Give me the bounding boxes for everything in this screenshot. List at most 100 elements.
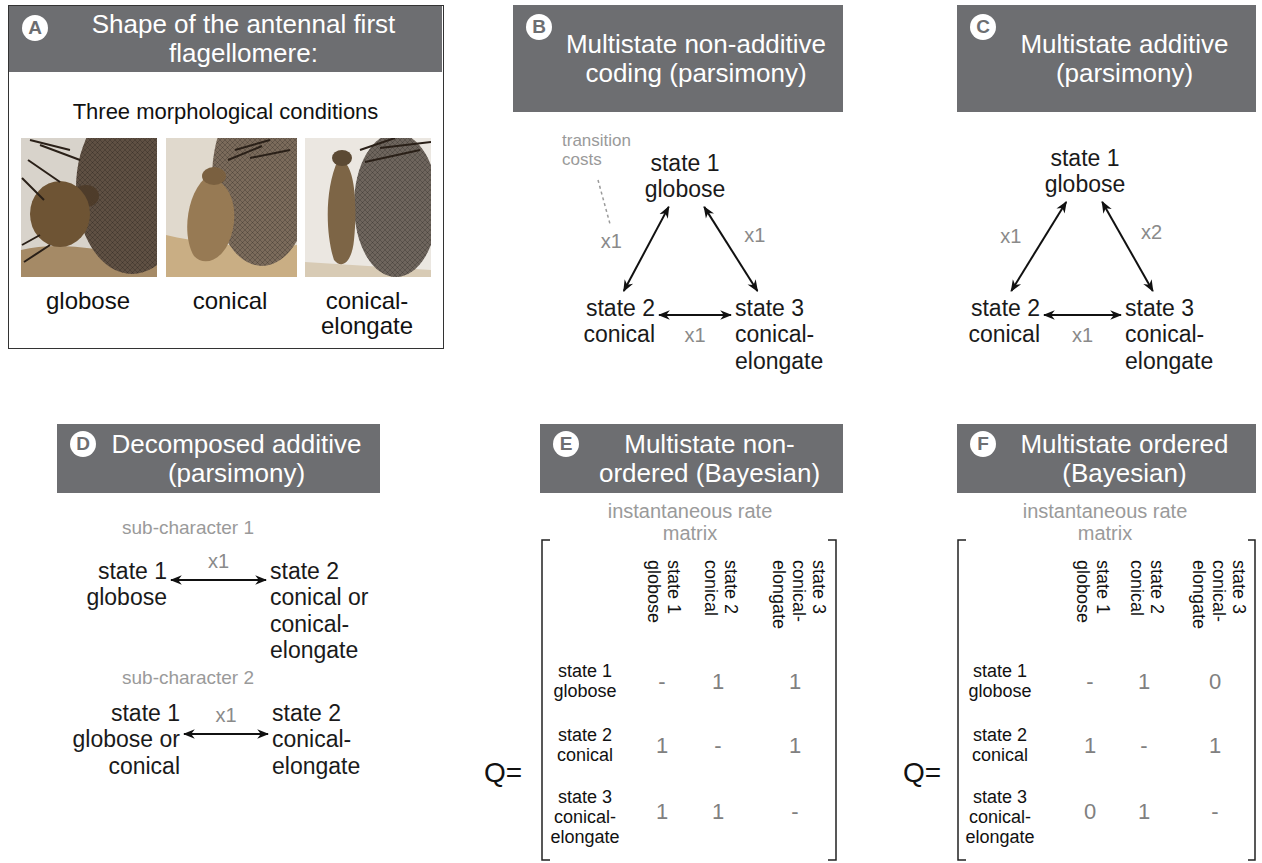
transition-arrow	[171, 579, 266, 581]
state-label: state 2 conical or conical-elongate	[270, 558, 380, 664]
matrix-cell: 1	[1138, 800, 1150, 824]
state-node: state 2 conical or conical-elongate	[270, 558, 380, 664]
state-label: state 2 conical	[945, 295, 1040, 348]
transition-arrow	[184, 733, 268, 735]
matrix-bracket	[542, 540, 550, 860]
globose-flagellomere	[30, 181, 90, 247]
matrix-cell: 1	[712, 670, 724, 694]
matrix-cell: 1	[789, 670, 801, 694]
compound-eye	[354, 138, 431, 277]
matrix-cell: 1	[1138, 670, 1150, 694]
matrix-cell: 0	[1209, 670, 1221, 694]
panel-header: Multistate additive (parsimony)C	[957, 5, 1256, 112]
column-header: state 3 conical-elongate	[1189, 560, 1248, 655]
panel-letter-text: B	[525, 13, 553, 41]
caption-text: conical	[170, 288, 290, 313]
state-node: state 1 globose or conical	[55, 700, 180, 779]
panel-header: Decomposed additive (parsimony)D	[57, 424, 380, 493]
matrix-cell: -	[658, 670, 665, 694]
panel-letter: D	[69, 430, 97, 458]
bristles	[22, 140, 80, 262]
transition-arrow	[624, 207, 669, 291]
panel-header: Multistate non-additive coding (parsimon…	[513, 5, 843, 112]
transition-cost: x1	[1070, 324, 1095, 346]
matrix-cell: -	[1211, 800, 1218, 824]
transition-arrow	[659, 314, 731, 316]
matrix-cell: 0	[1084, 800, 1096, 824]
matrix-symbol: Q=	[903, 758, 963, 789]
transition-cost: x1	[998, 225, 1023, 247]
header-text: Shape of the antennal first flagellomere…	[45, 10, 442, 67]
transition-arrow	[704, 207, 757, 291]
row-header: state 3 conical-elongate	[960, 788, 1040, 847]
matrix-cell: 1	[789, 734, 801, 758]
bristles	[360, 138, 431, 162]
panel-frame: Three morphological conditionsglobosecon…	[8, 5, 444, 349]
panel-letter: A	[21, 14, 49, 42]
row-header: state 1 globose	[960, 662, 1040, 702]
pedicel	[332, 150, 352, 166]
state-label: state 1 globose	[62, 558, 167, 611]
panel-letter-text: A	[21, 14, 49, 42]
pedicel	[202, 167, 226, 185]
panel-letter: F	[969, 430, 997, 458]
state-label: state 2 conical	[560, 295, 655, 348]
state-label: state 2 conical-elongate	[272, 700, 372, 779]
column-header: state 2 conical	[1126, 560, 1166, 655]
panel-letter-text: F	[969, 430, 997, 458]
row-header: state 2 conical	[960, 726, 1040, 766]
transition-cost: x1	[682, 324, 707, 346]
matrix-cell: 1	[1084, 734, 1096, 758]
state-node: state 2 conical	[945, 295, 1040, 348]
caption-text: conical-elongate	[302, 288, 432, 338]
conical-flagellomere	[187, 178, 234, 261]
header-text: Multistate non-additive coding (parsimon…	[555, 30, 837, 87]
state-node: state 1 globose	[62, 558, 167, 611]
header-text: Multistate ordered (Bayesian)	[999, 430, 1250, 487]
letter-circle-shape	[22, 15, 48, 41]
matrix-bracket	[828, 540, 836, 860]
matrix-cell: 1	[656, 734, 668, 758]
matrix-cell: -	[1086, 670, 1093, 694]
row-header: state 3 conical-elongate	[545, 788, 625, 847]
matrix-cell: 1	[1209, 734, 1221, 758]
matrix-cell: -	[714, 734, 721, 758]
panel-letter: E	[552, 430, 580, 458]
row-header: state 2 conical	[545, 726, 625, 766]
state-label: state 3 conical-elongate	[735, 295, 835, 374]
state-node: state 2 conical	[560, 295, 655, 348]
panel-letter-text: E	[552, 430, 580, 458]
letter-circle-shape	[970, 431, 996, 457]
header-text: Multistate additive (parsimony)	[999, 30, 1250, 87]
panel-letter-text: D	[69, 430, 97, 458]
letter-circle-shape	[526, 14, 552, 40]
matrix-caption: instantaneous rate matrix	[600, 500, 780, 544]
matrix-bracket	[1248, 540, 1255, 860]
state-node: state 3 conical-elongate	[735, 295, 835, 374]
header-text: Decomposed additive (parsimony)	[99, 430, 374, 487]
transition-arrow	[1102, 202, 1153, 291]
annotation: transition costs	[562, 132, 637, 169]
matrix-bracket	[958, 540, 966, 860]
panel-header: Multistate ordered (Bayesian)F	[957, 424, 1256, 493]
transition-cost: x2	[1139, 221, 1164, 243]
elongate-flagellomere	[328, 160, 356, 264]
matrix-cell: 1	[712, 800, 724, 824]
state-label: state 3 conical-elongate	[1125, 295, 1230, 374]
transition-cost: x1	[213, 704, 238, 726]
matrix-caption: instantaneous rate matrix	[1015, 500, 1195, 544]
panel-letter-text: C	[969, 13, 997, 41]
leader-line	[598, 180, 610, 224]
column-header: state 2 conical	[700, 560, 740, 655]
matrix-cell: 1	[656, 800, 668, 824]
transition-cost: x1	[599, 230, 624, 252]
column-header: state 1 globose	[643, 560, 683, 655]
row-header: state 1 globose	[545, 662, 625, 702]
panel-letter: B	[525, 13, 553, 41]
state-node: state 3 conical-elongate	[1125, 295, 1230, 374]
panel-header: Shape of the antennal first flagellomere…	[9, 6, 442, 72]
matrix-cell: -	[791, 800, 798, 824]
state-label: state 1 globose	[1030, 145, 1140, 198]
matrix-symbol: Q=	[484, 758, 544, 789]
